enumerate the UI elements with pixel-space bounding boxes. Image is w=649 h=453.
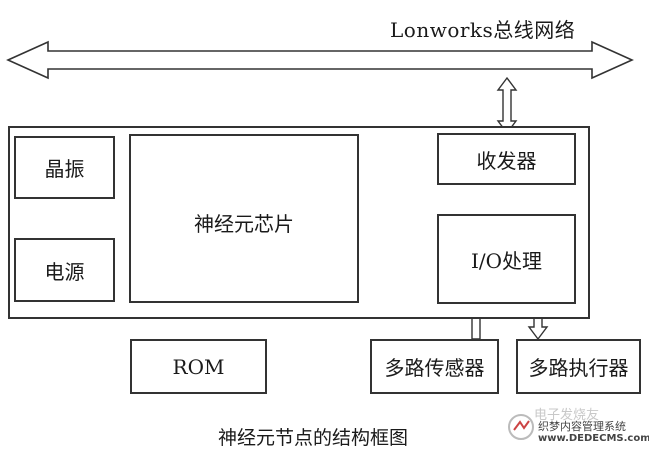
rom-block: ROM (130, 339, 267, 394)
multi-sensor-block: 多路传感器 (370, 339, 499, 394)
power-block: 电源 (14, 238, 115, 302)
watermark: 电子发烧友 织梦内容管理系统 www.DEDECMS.com (504, 398, 649, 453)
crystal-block: 晶振 (14, 136, 115, 199)
watermark-logo-icon (508, 414, 534, 440)
transceiver-block: 收发器 (437, 133, 576, 185)
watermark-line2: www.DEDECMS.com (538, 433, 649, 444)
multi-actuator-block: 多路执行器 (516, 339, 641, 394)
io-processing-block: I/O处理 (437, 214, 576, 304)
bus-transceiver-arrow (496, 76, 518, 135)
bus-label: Lonworks总线网络 (390, 18, 576, 42)
bus-arrow (6, 40, 634, 80)
watermark-logo-text: 电子发烧友 (534, 408, 600, 423)
diagram-caption: 神经元节点的结构框图 (218, 427, 409, 449)
neuron-chip-block: 神经元芯片 (129, 134, 359, 303)
watermark-line1: 织梦内容管理系统 (538, 420, 626, 433)
